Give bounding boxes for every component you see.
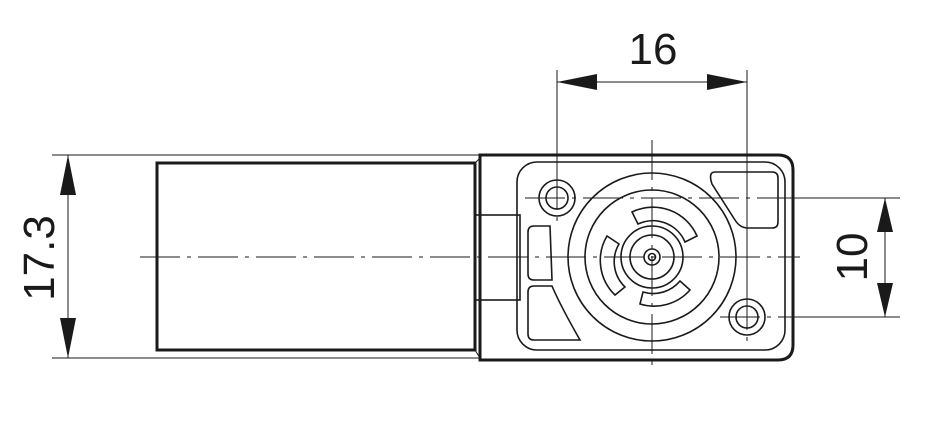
dimension-hole-spacing: 10 <box>780 197 900 318</box>
housing <box>478 153 795 362</box>
center-lines <box>140 140 800 372</box>
dimension-width-label: 16 <box>629 25 678 74</box>
connector-neck <box>474 157 521 359</box>
dimension-height: 17.3 <box>15 154 480 359</box>
dimension-height-label: 17.3 <box>15 215 64 301</box>
plate-slots <box>527 171 779 341</box>
dimension-hole-spacing-label: 10 <box>828 233 877 282</box>
dimension-width: 16 <box>556 25 748 300</box>
